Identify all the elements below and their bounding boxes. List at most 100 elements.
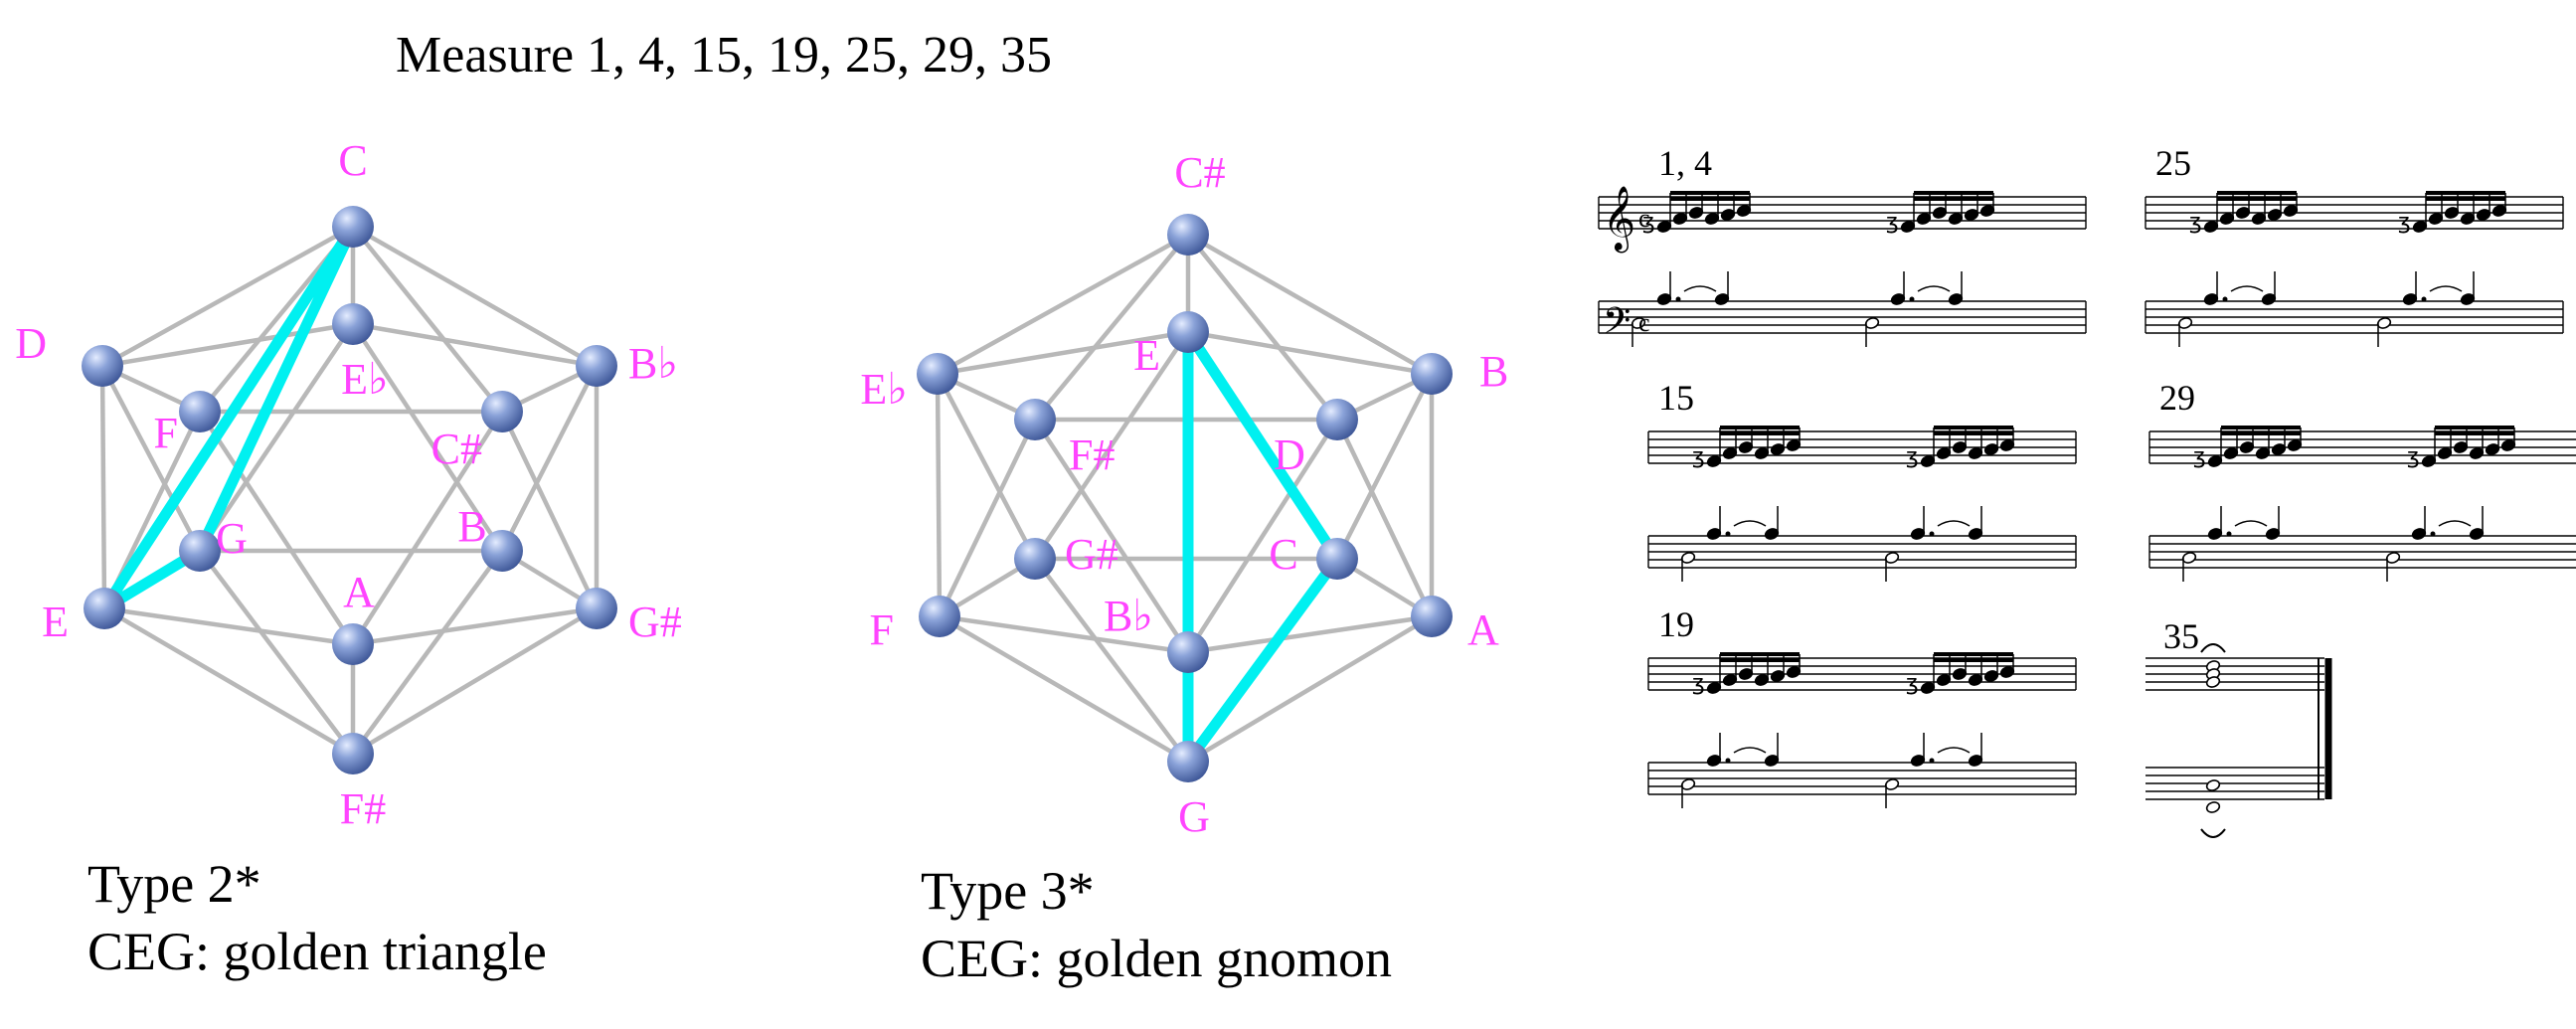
measure-number: 15 [1658, 378, 1694, 418]
vertex-label-upper-left: D [15, 319, 47, 368]
measure-number: 25 [2155, 143, 2191, 183]
vertex-label-inner-upper-left: F# [1069, 430, 1115, 479]
vertex-node [481, 391, 523, 432]
staff-lower [1647, 733, 2077, 808]
svg-text:ʒ: ʒ [1886, 210, 1899, 235]
vertex-label-upper-left: E♭ [860, 365, 908, 414]
svg-text:ʒ: ʒ [1906, 671, 1919, 696]
icosahedron-edge [1033, 557, 1190, 764]
vertex-node [1014, 399, 1056, 440]
vertex-label-inner-lower-left: G# [1065, 530, 1118, 579]
vertex-label-inner-upper-left: F [154, 409, 178, 457]
highlighted-triad-triangle [1182, 326, 1343, 768]
icosahedron-edge [103, 605, 354, 647]
vertex-label-inner-bottom: A [343, 568, 375, 616]
time-signature-lower: c [1638, 308, 1650, 337]
icosahedron-edge [937, 419, 1038, 617]
icosahedron-edge [351, 225, 599, 368]
icosahedron-edge [351, 549, 504, 756]
icosahedron-edge [936, 372, 1037, 561]
icosahedron-edge [100, 364, 202, 553]
vertex-node [1167, 741, 1209, 782]
staff-lower-final [2146, 767, 2324, 813]
vertex-node [179, 530, 221, 572]
vertex-node [332, 303, 374, 345]
vertex-label-lower-right: A [1467, 605, 1499, 654]
icosahedron-edge [1187, 613, 1433, 655]
svg-text:ʒ: ʒ [1906, 444, 1919, 469]
staff-lower [1598, 271, 2087, 347]
vertex-node [919, 596, 960, 637]
vertex-label-lower-right: G# [628, 598, 682, 646]
icosahedron-edge [1033, 330, 1190, 561]
icosahedron-edge [1033, 233, 1190, 422]
type-2-caption: CEG: golden triangle [87, 922, 547, 981]
vertex-node [179, 391, 221, 432]
measure-number: 29 [2159, 378, 2195, 418]
vertex-node [1316, 538, 1358, 580]
vertex-node [332, 733, 374, 774]
vertex-label-inner-upper-right: C# [431, 425, 482, 473]
icosahedron-edge [351, 410, 504, 646]
vertex-node [82, 345, 123, 387]
staff-lower [1647, 506, 2077, 582]
icosahedron-edge [351, 225, 504, 414]
vertex-node [481, 530, 523, 572]
vertex-node [917, 353, 958, 395]
icosahedron-diagram-type-3: C# E♭ B F A G E F# D G# C B♭ [860, 148, 1508, 841]
vertex-node [332, 206, 374, 248]
icosahedron-edge [499, 411, 600, 609]
icosahedron-edge [198, 410, 355, 646]
icosahedron-vertices [917, 214, 1453, 782]
vertex-label-bottom: G [1178, 792, 1210, 841]
figure-title: Measure 1, 4, 15, 19, 25, 29, 35 [396, 27, 1052, 84]
vertex-label-inner-upper-right: D [1274, 430, 1305, 479]
type-2-label: Type 2* [87, 854, 261, 914]
svg-text:ʒ: ʒ [1692, 444, 1705, 469]
vertex-label-top: C [338, 136, 367, 185]
measure-number: 19 [1658, 604, 1694, 644]
icosahedron-edge [939, 613, 1189, 655]
icosahedron-edge [100, 225, 355, 368]
treble-clef-icon: 𝄞 [1603, 186, 1635, 253]
vertex-label-inner-top: E♭ [341, 355, 389, 404]
icosahedron-edge [352, 605, 598, 647]
icosahedron-edge [352, 321, 598, 369]
svg-text:ʒ: ʒ [2407, 444, 2420, 469]
vertex-label-upper-right: B♭ [628, 339, 678, 388]
staff-lower [2145, 271, 2564, 347]
vertex-node [1411, 596, 1453, 637]
vertex-label-lower-left: F [870, 605, 894, 654]
icosahedron-edge [1033, 418, 1190, 654]
svg-text:ʒ: ʒ [2189, 210, 2202, 235]
vertex-label-upper-right: B [1479, 347, 1508, 396]
vertex-node [1167, 311, 1209, 353]
vertex-node [1411, 353, 1453, 395]
vertex-node [84, 588, 125, 629]
icosahedron-edge [1186, 233, 1339, 422]
vertex-label-lower-left: E [42, 598, 69, 646]
vertex-node [576, 588, 617, 629]
icosahedron-edge [935, 373, 943, 617]
measure-number: 35 [2163, 616, 2199, 656]
vertex-label-inner-top: E [1133, 331, 1160, 380]
icosahedron-edge [351, 322, 504, 553]
icosahedron-edge [1334, 419, 1435, 617]
fermata-icon [2200, 828, 2226, 838]
vertex-node [332, 623, 374, 665]
vertex-label-inner-lower-right: C [1269, 530, 1297, 579]
bass-clef-icon: 𝄢 [1603, 300, 1631, 351]
svg-text:ʒ: ʒ [2398, 210, 2411, 235]
svg-text:ʒ: ʒ [2193, 444, 2206, 469]
vertex-node [1167, 631, 1209, 673]
vertex-label-inner-bottom: B♭ [1104, 592, 1153, 640]
icosahedron-edge [1186, 418, 1339, 654]
svg-text:ʒ: ʒ [1642, 210, 1655, 235]
vertex-label-top: C# [1174, 148, 1225, 197]
